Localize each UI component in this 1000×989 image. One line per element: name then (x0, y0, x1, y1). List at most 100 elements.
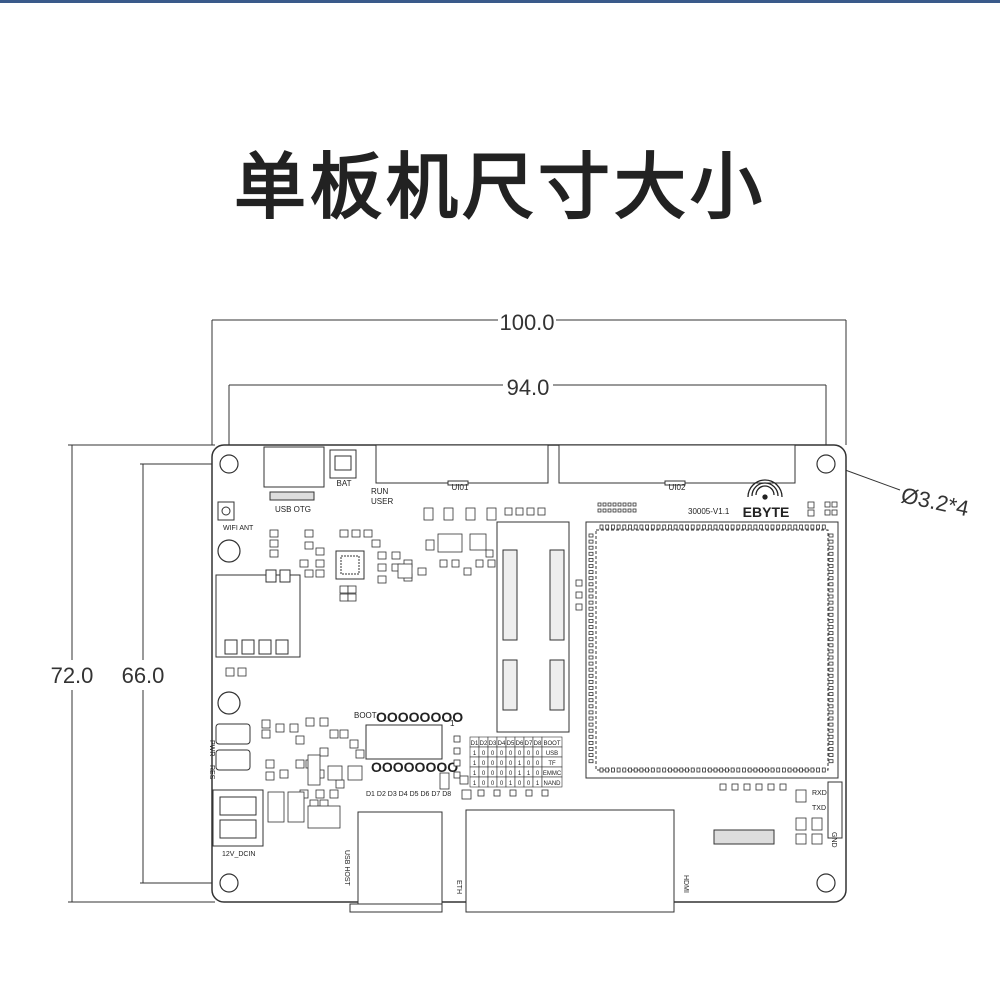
eth-label: ETH (455, 880, 462, 894)
smd-part (304, 569, 314, 578)
smd-part (816, 524, 820, 530)
smd-part (662, 524, 667, 530)
smd-part (696, 767, 701, 773)
d-labels: D1 D2 D3 D4 D5 D6 D7 D8 (366, 791, 451, 798)
smd-part (588, 649, 594, 654)
smd-part (725, 524, 729, 530)
boot-switch[interactable] (365, 724, 443, 760)
smd-part (650, 767, 655, 773)
smd-part (439, 559, 448, 568)
smd-part (828, 582, 834, 587)
smd-part (504, 507, 513, 516)
eth-connector (465, 809, 675, 913)
smd-part (588, 612, 594, 617)
smd-part (828, 686, 834, 690)
left-module (215, 569, 301, 658)
smd-part (828, 741, 834, 745)
smd-part (736, 767, 741, 773)
smd-part (588, 680, 594, 684)
smd-part (225, 667, 235, 677)
smd-part (793, 524, 798, 530)
smd-part (605, 767, 610, 773)
boot-table-value: 1 (473, 771, 477, 777)
smd-part (753, 524, 758, 530)
ui02-label: UI02 (669, 483, 686, 492)
boot-table-value: 1 (518, 771, 522, 777)
smd-part (588, 692, 594, 696)
smd-part (628, 767, 632, 773)
boot-table-value: 0 (527, 751, 531, 757)
boot-table-value: 1 (527, 771, 531, 777)
smd-part (602, 502, 607, 507)
smd-part (656, 767, 661, 773)
smd-part (588, 747, 594, 751)
smd-part (639, 524, 644, 530)
smd-part (645, 524, 649, 530)
smd-part (828, 649, 834, 654)
led-row: OOOOOOOO (371, 759, 458, 775)
smd-part (588, 606, 594, 611)
smd-part (828, 637, 834, 642)
smd-part (493, 789, 501, 797)
smd-part (485, 549, 494, 558)
smd-part (588, 564, 594, 568)
res-button[interactable] (215, 749, 251, 771)
smd-part (799, 524, 803, 530)
smd-part (588, 698, 594, 703)
smd-part (633, 767, 638, 773)
hdmi-label: HDMI (682, 875, 689, 893)
smd-part (588, 551, 594, 556)
smd-part (299, 559, 309, 568)
smd-part (668, 524, 672, 530)
board-id-label: 30005-V1.1 (688, 507, 730, 516)
smd-part (526, 507, 535, 516)
boot-table-value: 0 (482, 771, 486, 777)
smd-part (339, 585, 349, 594)
smd-part (828, 734, 834, 739)
smd-part (828, 570, 834, 574)
smd-part (787, 524, 792, 530)
smd-part (509, 789, 517, 797)
boot-table-value: 0 (500, 761, 504, 767)
smd-part (469, 533, 487, 551)
smd-part (787, 767, 792, 773)
smd-part (588, 710, 594, 715)
smd-part (828, 673, 834, 678)
smd-part (588, 661, 594, 666)
smd-part (588, 728, 594, 733)
smd-part (828, 631, 834, 635)
smd-part (828, 545, 834, 550)
smd-part (575, 603, 583, 611)
smd-part (371, 539, 381, 548)
pin1-label: 1 (450, 719, 455, 728)
ebyte-logo-icon (747, 479, 783, 500)
smd-part (349, 739, 359, 749)
smd-part (515, 507, 524, 516)
smd-part (730, 524, 735, 530)
ui01-connector (375, 444, 549, 484)
smd-part (315, 559, 325, 568)
pwr-button[interactable] (215, 723, 251, 745)
smd-part (828, 680, 834, 684)
res-label: RES (208, 765, 215, 780)
boot-table-header: D1 (471, 741, 479, 747)
boot-table-value: 0 (500, 781, 504, 787)
small-components (225, 501, 838, 845)
smd-part (588, 655, 594, 660)
smd-part (261, 719, 271, 729)
boot-table-value: 1 (518, 761, 522, 767)
smd-part (685, 767, 689, 773)
smd-part (588, 716, 594, 721)
smd-part (339, 593, 349, 602)
smd-part (755, 783, 763, 791)
boot-table-value: 0 (491, 771, 495, 777)
smd-part (588, 600, 594, 605)
smd-part (459, 775, 469, 785)
smd-part (639, 767, 644, 773)
smd-part (465, 507, 476, 521)
smd-part (347, 593, 357, 602)
smd-part (305, 717, 315, 727)
smd-part (588, 667, 594, 672)
page-title: 单板机尺寸大小 (233, 145, 766, 229)
